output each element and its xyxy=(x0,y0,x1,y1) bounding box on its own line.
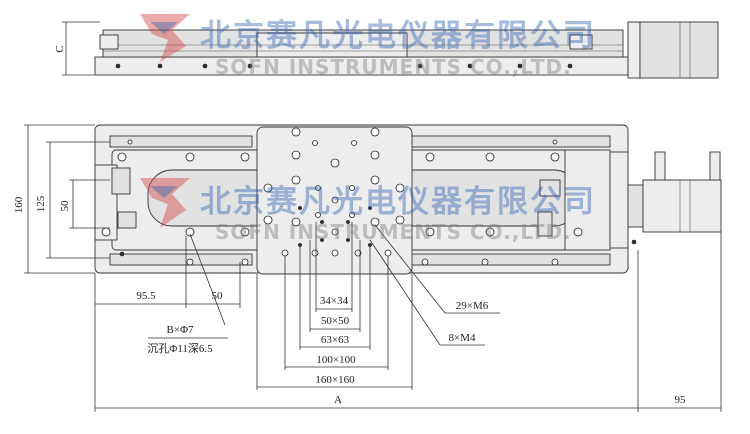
dim-left-offset: 95.5 xyxy=(136,290,156,302)
dim-inner-height: 125 xyxy=(35,195,47,212)
watermark-logo-2 xyxy=(140,178,190,228)
top-view xyxy=(94,124,722,275)
dim-grid-100: 100×100 xyxy=(316,354,356,366)
dim-through-hole: B×Φ7 xyxy=(166,324,194,336)
watermark-company-en-2: SOFN INSTRUMENTS CO.,LTD. xyxy=(215,220,572,244)
dim-side-height: C xyxy=(54,45,66,52)
watermark-company-en: SOFN INSTRUMENTS CO.,LTD. xyxy=(215,55,572,79)
dim-thread-m4: 8×M4 xyxy=(449,332,476,344)
dim-motor-length: 95 xyxy=(675,394,687,406)
watermark-company-cn-2: 北京赛凡光电仪器有限公司 xyxy=(200,184,596,220)
dim-overall-height: 160 xyxy=(13,196,25,213)
dim-hole-pitch: 50 xyxy=(212,290,224,302)
dim-counterbore: 沉孔Φ11深6.5 xyxy=(147,342,213,355)
dim-overall-length: A xyxy=(334,394,342,406)
dim-thread-m6: 29×M6 xyxy=(456,300,489,312)
side-view: C xyxy=(54,21,719,79)
watermark-top: 北京赛凡光电仪器有限公司 SOFN INSTRUMENTS CO.,LTD. xyxy=(140,14,596,79)
watermark-logo xyxy=(140,14,190,62)
dimension-lines: 160 125 50 95.5 50 B×Φ7 沉孔Φ11深6.5 xyxy=(13,124,722,412)
dim-grid-34: 34×34 xyxy=(320,295,349,307)
dim-grid-160: 160×160 xyxy=(315,374,355,386)
dim-inner-height-small: 50 xyxy=(59,200,71,212)
dim-grid-63: 63×63 xyxy=(321,334,350,346)
dim-grid-50: 50×50 xyxy=(321,315,350,327)
watermark-middle: 北京赛凡光电仪器有限公司 SOFN INSTRUMENTS CO.,LTD. xyxy=(140,178,596,244)
watermark-company-cn: 北京赛凡光电仪器有限公司 xyxy=(200,18,596,54)
